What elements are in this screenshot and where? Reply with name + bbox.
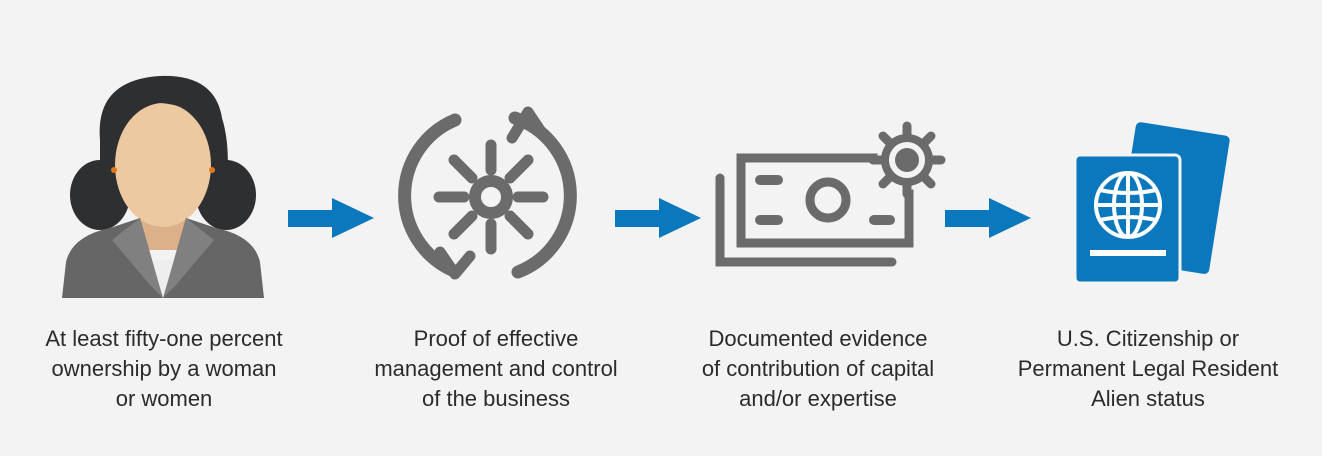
step-1-caption: At least fifty-one percent ownership by … <box>4 324 324 414</box>
caption-line: Permanent Legal Resident <box>1017 356 1279 381</box>
caption-line: At least fifty-one percent <box>45 326 283 351</box>
caption-line: or women <box>115 386 213 411</box>
money-gear-icon <box>715 121 946 267</box>
caption-line: management and control <box>374 356 618 381</box>
woman-owner-icon <box>62 75 264 298</box>
caption-line: Proof of effective <box>413 326 579 351</box>
caption-line: and/or expertise <box>739 386 897 411</box>
caption-line: Alien status <box>1091 386 1205 411</box>
caption-line: of the business <box>422 386 570 411</box>
arrow-icon <box>288 198 1031 238</box>
caption-line: ownership by a woman <box>51 356 277 381</box>
gear-cycle-icon <box>398 106 577 280</box>
caption-line: U.S. Citizenship or <box>1056 326 1240 351</box>
passport-icon <box>1073 122 1230 285</box>
step-2-caption: Proof of effective management and contro… <box>336 324 656 414</box>
step-4-caption: U.S. Citizenship or Permanent Legal Resi… <box>988 324 1308 414</box>
step-3-caption: Documented evidence of contribution of c… <box>658 324 978 414</box>
caption-line: of contribution of capital <box>701 356 935 381</box>
caption-line: Documented evidence <box>708 326 928 351</box>
